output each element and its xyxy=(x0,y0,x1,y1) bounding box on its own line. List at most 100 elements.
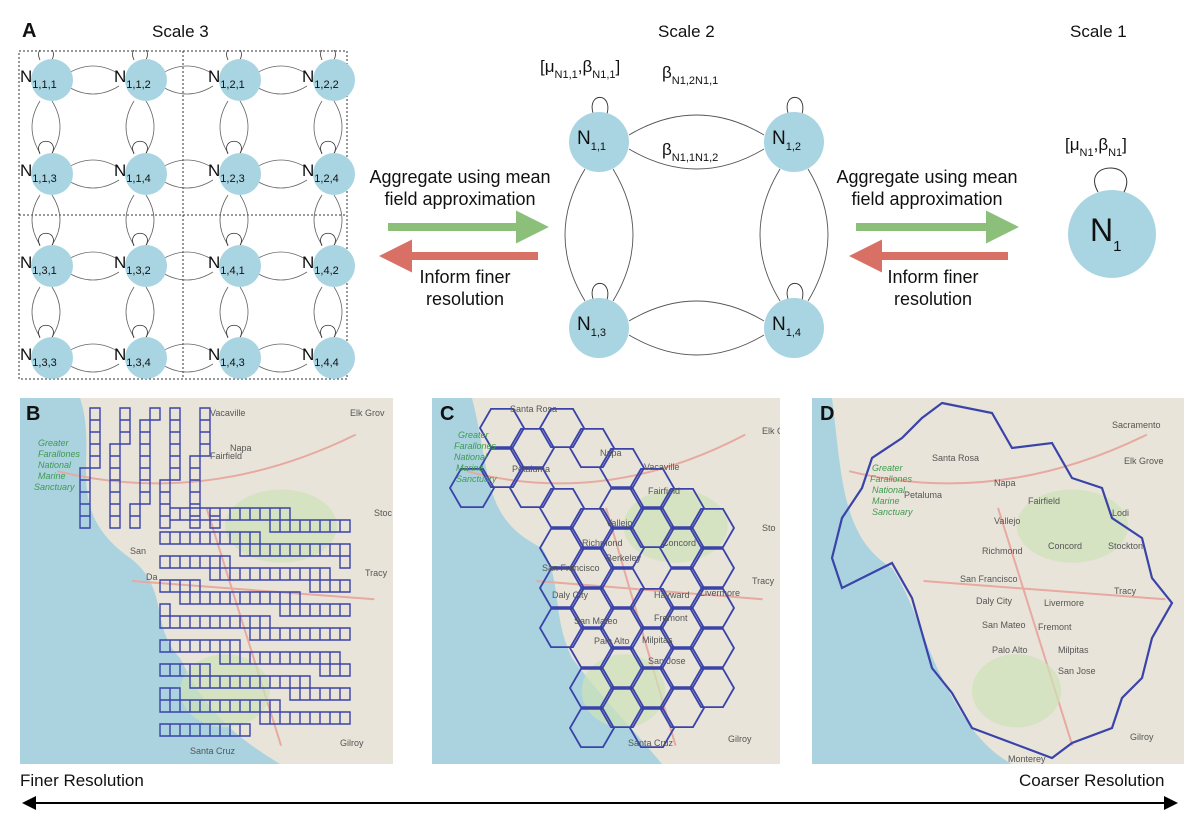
scale-3-node xyxy=(31,153,73,195)
map-place-label: Elk Grove xyxy=(1124,456,1164,466)
hex-cell xyxy=(568,427,616,468)
panel-letter-b: B xyxy=(26,403,41,425)
map-place-label: Napa xyxy=(600,448,622,458)
scale-2-edge-top-param: βN1,2N1,1 xyxy=(662,63,719,87)
scale-3-node-label: N1,4,3 xyxy=(208,345,245,369)
hex-cell xyxy=(658,567,706,609)
map-place-label: Napa xyxy=(994,478,1016,488)
map-place-label: Fairfield xyxy=(1028,496,1061,506)
map-place-label: Milpitas xyxy=(642,635,673,645)
map-place-label: Stoc xyxy=(374,508,393,518)
panel-letter-c: C xyxy=(440,403,455,425)
map-place-label: Palo Alto xyxy=(992,645,1028,655)
map-place-label: Hayward xyxy=(654,590,690,600)
map-place-label: San Francisco xyxy=(960,574,1018,584)
map-place-label: Vacaville xyxy=(210,408,246,418)
scale-3-node xyxy=(219,245,261,287)
scale-1-node-label: N1 xyxy=(1090,212,1122,255)
hex-cell xyxy=(478,448,526,488)
map-place-label: Marine xyxy=(872,496,900,506)
hex-cell xyxy=(598,567,646,609)
map-place-label: Greater xyxy=(872,463,903,473)
map-place-label: San Jose xyxy=(1058,666,1096,676)
scale-1-params: [μN1,βN1] xyxy=(1065,135,1127,159)
hex-cell xyxy=(598,687,646,729)
map-background xyxy=(812,398,1184,764)
scale-1-node xyxy=(1068,190,1156,278)
hex-cell xyxy=(568,667,616,709)
map-place-label: Marine xyxy=(456,463,484,473)
map-place-label: San Mateo xyxy=(574,616,618,626)
map-place-label: Livermore xyxy=(700,588,741,598)
map-place-label: Lodi xyxy=(1112,508,1130,518)
hex-cell xyxy=(658,527,706,569)
aggregate-arrow-right xyxy=(856,210,1019,244)
scale-3-node-label: N1,1,4 xyxy=(114,161,151,185)
scale-3-node-label: N1,2,1 xyxy=(208,67,245,91)
hex-cell xyxy=(628,468,676,508)
map-place-label: Berkeley xyxy=(606,553,642,563)
finer-resolution-label: Finer Resolution xyxy=(20,771,144,790)
map-place-label: Da xyxy=(146,572,158,582)
scale-3-node xyxy=(125,59,167,101)
map-place-label: Daly City xyxy=(976,596,1013,606)
map-place-label: Sanctuary xyxy=(872,507,913,517)
inform-arrow-right xyxy=(849,239,1008,273)
hex-cell xyxy=(628,508,676,549)
scale-2-self-params: [μN1,1,βN1,1] xyxy=(540,57,621,81)
map-place-label: National xyxy=(872,485,906,495)
scale-3-node-label: N1,3,1 xyxy=(20,253,57,277)
coarse-region xyxy=(830,401,1174,760)
map-place-label: Richmond xyxy=(582,538,623,548)
map-place-label: Concord xyxy=(1048,541,1083,551)
map-place-label: Marine xyxy=(38,471,66,481)
map-place-label: Richmond xyxy=(982,546,1023,556)
scale-3-node xyxy=(31,245,73,287)
hex-cell xyxy=(568,707,616,749)
map-place-label: Gilroy xyxy=(1130,732,1154,742)
scale-3-node-label: N1,4,2 xyxy=(302,253,339,277)
scale-3-node xyxy=(219,59,261,101)
map-place-label: Farallones xyxy=(38,449,81,459)
map-place-label: Fairfield xyxy=(648,486,681,496)
hex-cell xyxy=(538,488,586,529)
coarser-resolution-label: Coarser Resolution xyxy=(1019,771,1165,790)
map-place-label: Tracy xyxy=(1114,586,1137,596)
scale-2-label: Scale 2 xyxy=(658,22,715,41)
map-place-label: Tracy xyxy=(365,568,388,578)
scale-3-node xyxy=(31,337,73,379)
scale-2-edge-mid-param: βN1,1N1,2 xyxy=(662,140,719,164)
scale-3-node xyxy=(125,153,167,195)
scale-3-node-label: N1,1,2 xyxy=(114,67,151,91)
hex-cell xyxy=(538,407,586,448)
scale-3-node xyxy=(125,245,167,287)
map-place-label: Fremont xyxy=(654,613,688,623)
map-place-label: San Francisco xyxy=(542,563,600,573)
map-place-label: Gilroy xyxy=(340,738,364,748)
map-place-label: Vallejo xyxy=(606,518,633,528)
scale-3-node-label: N1,3,4 xyxy=(114,345,151,369)
map-place-label: Santa Rosa xyxy=(932,453,980,463)
map-background xyxy=(20,398,393,764)
scale-3-node-label: N1,4,4 xyxy=(302,345,339,369)
hex-cell xyxy=(628,707,676,749)
map-place-label: Fairfield xyxy=(210,451,243,461)
map-place-label: National xyxy=(38,460,72,470)
map-place-label: National xyxy=(454,452,488,462)
inform-arrow-left xyxy=(379,239,538,273)
map-place-label: Elk Grov xyxy=(350,408,385,418)
hex-cell xyxy=(568,627,616,669)
scale-3-node-label: N1,3,2 xyxy=(114,253,151,277)
map-place-label: Vacaville xyxy=(644,462,680,472)
map-place-label: Livermore xyxy=(1044,598,1085,608)
hex-cell xyxy=(598,647,646,689)
map-place-label: Elk Gr xyxy=(762,426,780,436)
map-place-label: Tracy xyxy=(752,576,775,586)
hex-cell xyxy=(598,607,646,649)
panel-letter-d: D xyxy=(820,403,835,425)
hex-cell xyxy=(478,407,526,448)
